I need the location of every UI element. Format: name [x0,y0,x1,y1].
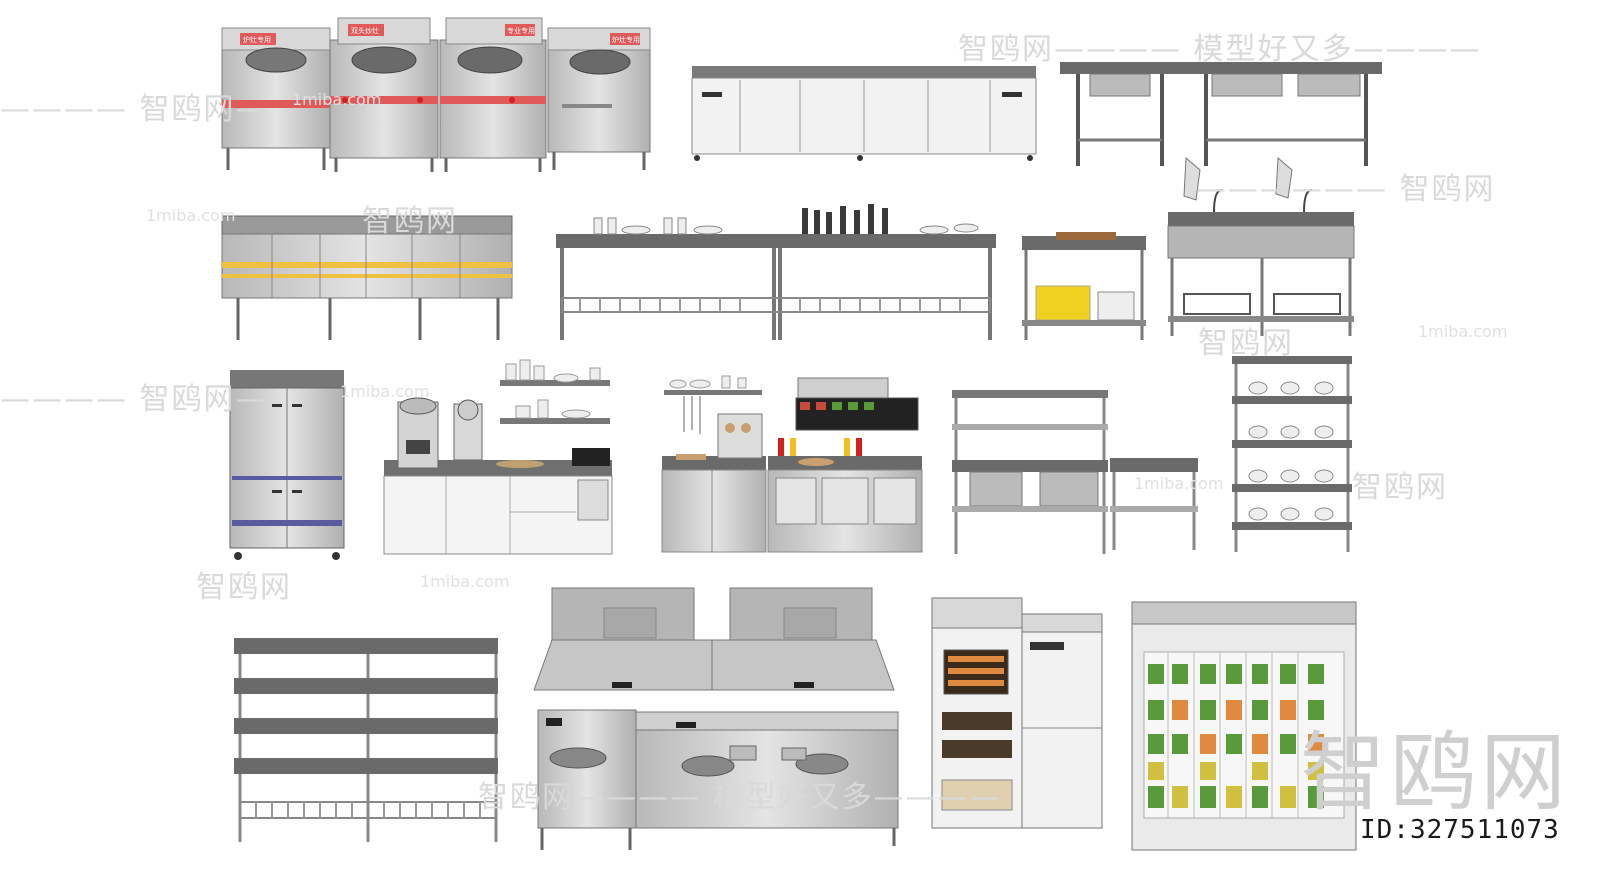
watermark-site-1: 1miba.com [292,90,382,109]
sink-with-overshelf [952,390,1198,554]
stove-tag-2: 双头炒灶 [351,26,379,35]
watermark-brand-large: 智鸥网 [1300,723,1570,823]
wok-stove-1 [221,27,331,170]
refrigerated-worktable [691,66,1037,161]
storage-shelving [234,638,498,842]
stove-tag-3: 专业专用 [507,26,535,35]
watermark-brand-3: 智鸥网 [1352,470,1448,505]
watermark-site-5: 1miba.com [1134,474,1224,493]
stove-tag-4: 炉灶专用 [612,35,640,44]
cafe-counter-with-shelves [383,359,613,555]
model-id-label: ID:327511073 [1360,815,1560,845]
display-refrigerator [1131,601,1357,851]
double-sink-with-rack [1167,156,1355,336]
combi-oven-and-fridge [931,597,1103,829]
dish-rack-shelf [1232,356,1352,552]
fryer-station [221,215,513,340]
watermark-site-2: 1miba.com [146,206,236,225]
stove-tag-1: 炉灶专用 [243,35,271,44]
watermark-dashes-left: ———— 智鸥网— [0,92,268,127]
exhaust-hood-and-wok-line [533,587,899,850]
wok-stove-3 [439,17,547,172]
watermark-right-dashes: —————— 智鸥网 [1196,172,1496,207]
watermark-site-4: 1miba.com [340,382,430,401]
watermark-brand-2: 智鸥网 [1198,326,1294,361]
prep-table-with-bottles [556,204,996,340]
snack-counter-with-hood [661,375,923,553]
steam-cabinet [229,370,345,560]
watermark-slogan-bottom: 智鸥网———— 模型好又多———— [478,780,1002,815]
watermark-brand-4: 智鸥网 [196,570,292,605]
watermark-site-3: 1miba.com [1418,322,1508,341]
watermark-dashes-left-2: ———— 智鸥网— [0,382,268,417]
wok-stove-2 [329,17,439,172]
watermark-brand-1: 智鸥网 [362,204,458,239]
sink-table-long [1060,62,1382,166]
watermark-site-6: 1miba.com [420,572,510,591]
wok-stove-row [221,17,651,172]
watermark-slogan-top: 智鸥网———— 模型好又多———— [958,32,1482,67]
cutting-cart [1022,232,1146,340]
wok-stove-4 [547,27,651,170]
